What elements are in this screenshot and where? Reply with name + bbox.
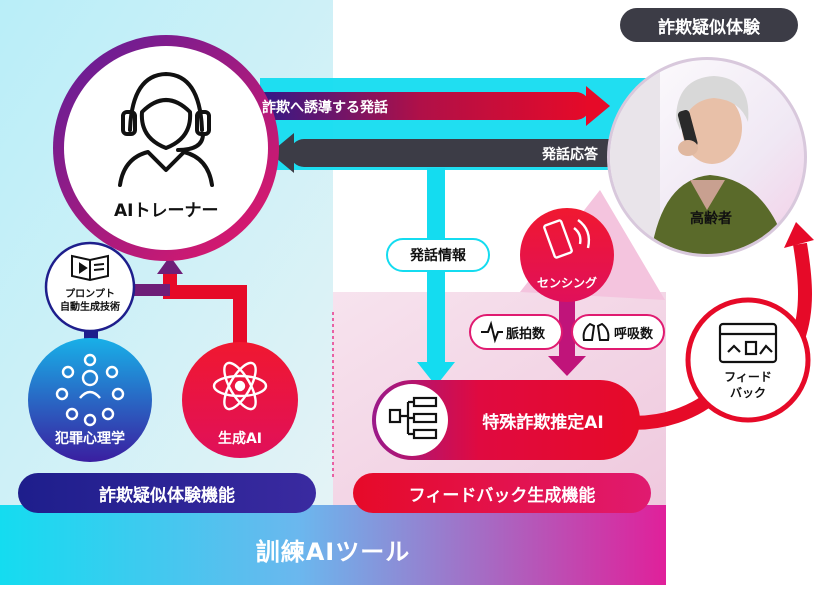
criminal-psychology-label: 犯罪心理学 <box>55 431 125 447</box>
gen-ai-arrow-path <box>163 270 247 350</box>
flowchart-icon <box>388 396 438 440</box>
pulse-label: 脈拍数 <box>506 327 546 342</box>
atom-icon <box>212 361 268 411</box>
pulse-pill <box>469 314 563 350</box>
headset-person-icon <box>118 72 214 187</box>
response-label: 発話応答 <box>542 147 598 163</box>
dashboard-icon <box>718 322 778 364</box>
feedback-to-elderly-arrow <box>791 242 812 341</box>
feedback-label-line2: バック <box>729 386 766 400</box>
scam-speech-label: 詐欺へ誘導する発話 <box>262 100 388 116</box>
response-arrow-shaft <box>290 139 635 167</box>
lungs-icon <box>582 322 610 341</box>
estimation-ai-label: 特殊詐欺推定AI <box>482 413 604 433</box>
feedback-label-line1: フィード <box>724 370 772 384</box>
prompt-tech-label-line2: 自動生成技術 <box>60 302 120 313</box>
response-arrow-head <box>270 133 294 173</box>
heartbeat-icon <box>481 320 503 344</box>
sensing-arrow-head <box>548 356 586 376</box>
breathing-pill <box>571 314 665 350</box>
generative-ai-circle <box>182 342 298 458</box>
breathing-label: 呼吸数 <box>614 327 654 342</box>
generative-ai-label: 生成AI <box>217 431 263 447</box>
speech-info-arrow-head <box>417 362 455 386</box>
right-section-title: フィードバック生成機能 <box>353 473 651 513</box>
prompt-to-trainer-link <box>132 284 170 296</box>
ai-trainer-label: AIトレーナー <box>114 201 219 221</box>
feedback-to-elderly-arrow-head <box>784 222 814 248</box>
book-icon <box>71 254 109 282</box>
feedback-circle <box>685 297 811 423</box>
estimation-ai-icon-circle <box>376 384 448 456</box>
prompt-tech-label-line1: プロンプト <box>65 289 115 300</box>
prompt-tech-circle <box>44 241 136 333</box>
sensing-arrow-shaft <box>559 298 575 360</box>
bottom-bar-background <box>0 505 666 585</box>
scam-speech-arrow-shaft <box>250 92 590 120</box>
trainer-input-arrow-head <box>157 256 183 274</box>
experience-title: 詐欺疑似体験 <box>620 8 798 42</box>
elderly-photo <box>610 60 804 254</box>
tool-title: 訓練AIツール <box>255 538 411 566</box>
network-people-icon <box>55 353 125 427</box>
criminal-psychology-circle <box>28 338 152 462</box>
speech-info-label: 発話情報 <box>386 238 490 272</box>
sensor-icon <box>543 219 591 259</box>
elderly-label: 高齢者 <box>690 211 732 227</box>
sensing-label: センシング <box>536 276 597 290</box>
left-section-title: 詐欺疑似体験機能 <box>18 473 316 513</box>
scam-speech-arrow-head <box>586 86 610 126</box>
